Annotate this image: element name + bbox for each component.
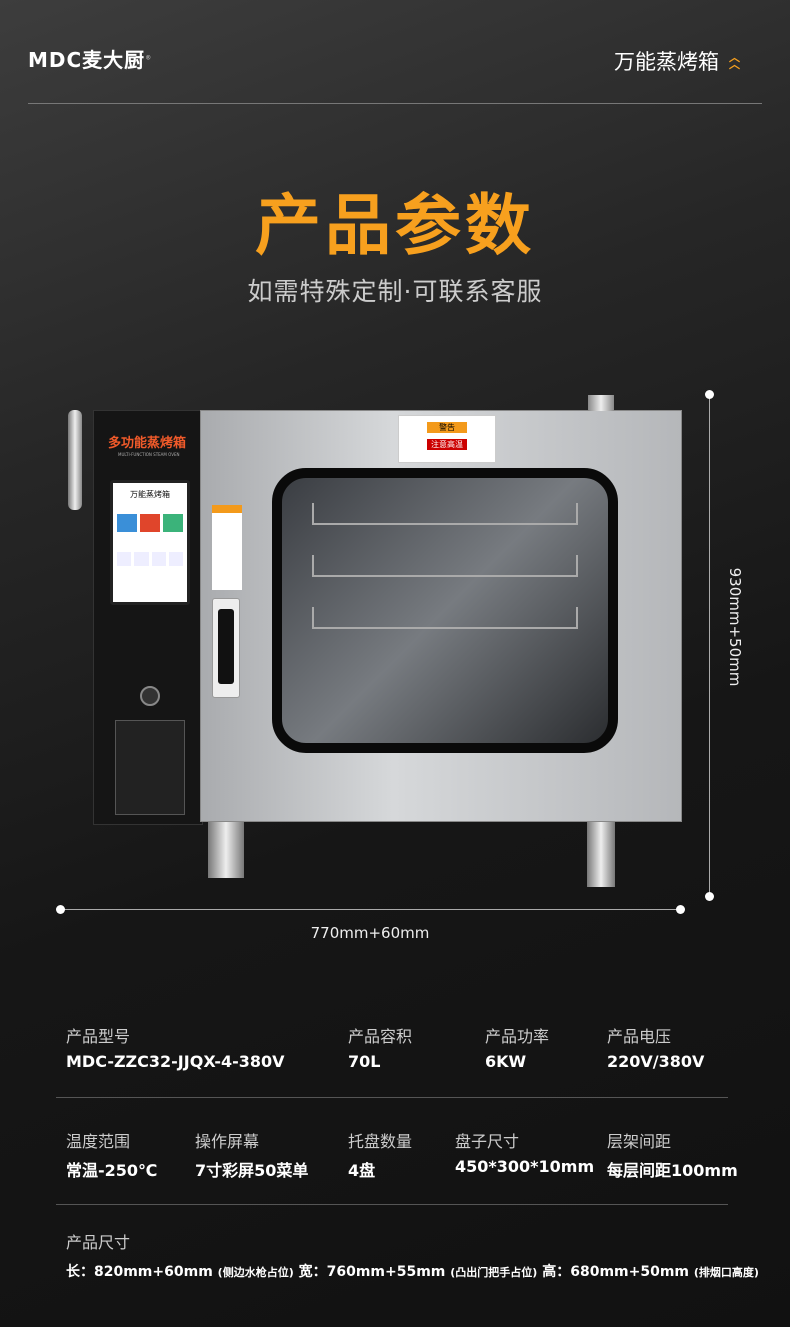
warning-sticker: 警告 注意高温 (398, 415, 496, 463)
oven-window (272, 468, 618, 753)
spec-value: 70L (348, 1052, 381, 1071)
spec-label: 产品型号 (66, 1027, 131, 1046)
spec-label: 操作屏幕 (195, 1132, 260, 1151)
spec-label: 产品电压 (607, 1027, 672, 1046)
page-title: 产品参数 (255, 187, 535, 264)
panel-title: 多功能蒸烤箱 (108, 436, 187, 451)
power-knob (140, 686, 160, 706)
water-gun (68, 410, 82, 510)
page-subtitle: 如需特殊定制·可联系客服 (247, 277, 543, 306)
double-chevron-up-icon: ︿︿ (729, 51, 740, 71)
category-title: 万能蒸烤箱︿︿ (614, 50, 740, 74)
dimension-dot (676, 905, 685, 914)
dimension-dot (705, 892, 714, 901)
oven-leg (208, 822, 244, 878)
product-size-value: 长：820mm+60mm (侧边水枪占位) 宽：760mm+55mm (凸出门把… (66, 1264, 759, 1280)
spec-label: 产品功率 (485, 1027, 550, 1046)
spec-value: 6KW (485, 1052, 527, 1071)
spec-value: 450*300*10mm (455, 1157, 595, 1176)
spec-label: 产品尺寸 (66, 1233, 131, 1252)
brand-logo: MDC麦大厨® (28, 48, 153, 72)
spec-value: 每层间距100mm (607, 1161, 738, 1180)
height-dimension-label: 930mm+50mm (726, 567, 744, 687)
height-dimension-line (709, 394, 710, 897)
oven-image: 多功能蒸烤箱 MULTI-FUNCTION STEAM OVEN 万能蒸烤箱 警… (60, 390, 690, 890)
spec-value: 220V/380V (607, 1052, 705, 1071)
spec-value: 常温-250℃ (66, 1161, 158, 1180)
spec-value: MDC-ZZC32-JJQX-4-380V (66, 1052, 285, 1071)
width-dimension-label: 770mm+60mm (310, 924, 430, 942)
spec-value: 4盘 (348, 1161, 376, 1180)
door-handle (212, 598, 240, 698)
panel-subtitle: MULTI-FUNCTION STEAM OVEN (118, 452, 180, 457)
oven-leg (587, 822, 615, 887)
spec-label: 层架间距 (607, 1132, 672, 1151)
divider (56, 1097, 728, 1098)
spec-label: 托盘数量 (348, 1132, 413, 1151)
width-dimension-line (60, 909, 680, 910)
spec-label: 温度范围 (66, 1132, 131, 1151)
touch-screen: 万能蒸烤箱 (110, 480, 190, 605)
dimension-dot (705, 390, 714, 399)
header-divider (28, 103, 762, 104)
dimension-dot (56, 905, 65, 914)
spec-label: 产品容积 (348, 1027, 413, 1046)
divider (56, 1204, 728, 1205)
spec-label: 盘子尺寸 (455, 1132, 520, 1151)
spec-value: 7寸彩屏50菜单 (195, 1161, 309, 1180)
